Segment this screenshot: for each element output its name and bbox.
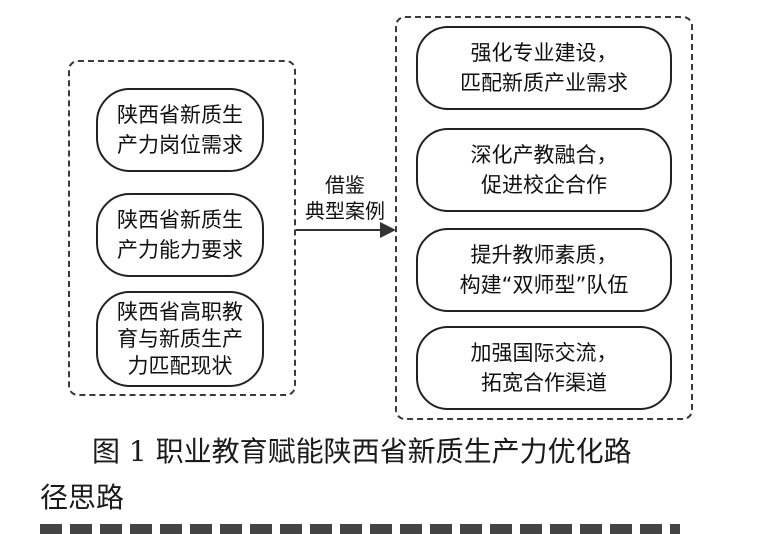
figure-caption-line2: 径思路 <box>40 481 125 514</box>
left-box-3-line3: 力匹配现状 <box>127 353 233 378</box>
right-box-4-line2: 拓宽合作渠道 <box>481 371 607 395</box>
right-box-2-line1: 深化产教融合， <box>470 143 618 167</box>
arrow-label: 借鉴 典型案例 <box>296 172 394 224</box>
left-box-1: 陕西省新质生 产力岗位需求 <box>96 88 264 172</box>
left-group <box>68 60 296 396</box>
right-box-2: 深化产教融合， 促进校企合作 <box>416 128 672 212</box>
right-box-2-line2: 促进校企合作 <box>481 173 607 197</box>
figure-caption-line1: 图 1 职业教育赋能陕西省新质生产力优化路 <box>92 435 632 468</box>
left-box-3-line1: 陕西省高职教 <box>117 299 243 324</box>
right-box-1-line1: 强化专业建设， <box>470 41 618 65</box>
left-box-2: 陕西省新质生 产力能力要求 <box>96 193 264 277</box>
right-box-4-line1: 加强国际交流， <box>470 341 618 365</box>
right-box-3-line2: 构建“双师型”队伍 <box>459 273 629 297</box>
left-box-2-line2: 产力能力要求 <box>117 238 243 262</box>
right-box-1-line2: 匹配新质产业需求 <box>460 71 628 95</box>
right-group <box>395 16 693 420</box>
left-box-2-line1: 陕西省新质生 <box>117 208 243 232</box>
right-box-3: 提升教师素质， 构建“双师型”队伍 <box>416 228 672 312</box>
left-box-1-line2: 产力岗位需求 <box>117 133 243 157</box>
left-box-1-line1: 陕西省新质生 <box>117 103 243 127</box>
left-box-3-line2: 育与新质生产 <box>117 326 243 351</box>
right-box-1: 强化专业建设， 匹配新质产业需求 <box>416 26 672 110</box>
arrow-label-line2: 典型案例 <box>305 199 385 223</box>
right-arrow-icon <box>296 222 396 238</box>
cropped-text-fragment <box>40 520 680 534</box>
right-box-3-line1: 提升教师素质， <box>470 243 618 267</box>
right-box-4: 加强国际交流， 拓宽合作渠道 <box>416 326 672 410</box>
arrow-label-line1: 借鉴 <box>325 173 365 197</box>
left-box-3: 陕西省高职教 育与新质生产 力匹配现状 <box>96 291 264 387</box>
